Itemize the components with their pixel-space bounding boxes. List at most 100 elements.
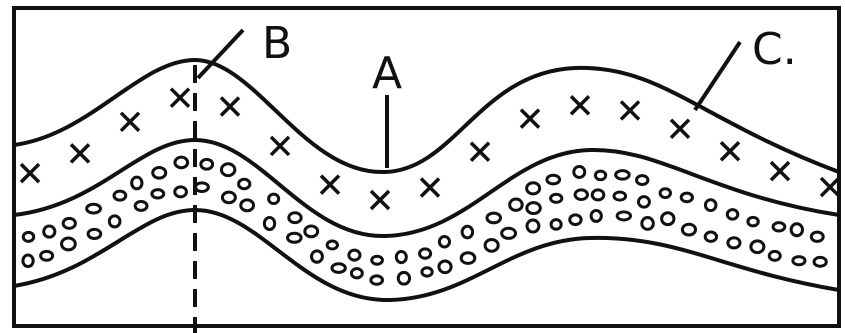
circle-mark <box>679 191 694 204</box>
circle-mark <box>812 255 828 268</box>
circle-mark <box>330 262 347 274</box>
circle-mark <box>61 216 77 230</box>
circle-mark <box>107 214 122 229</box>
x-mark <box>169 87 191 108</box>
circle-mark <box>459 251 477 265</box>
circle-mark <box>267 192 281 206</box>
circle-mark <box>658 187 672 200</box>
middle-boundary-curve <box>13 137 840 239</box>
frame-border <box>12 6 841 328</box>
circle-mark <box>173 185 188 199</box>
circle-mark <box>21 253 35 269</box>
circle-mark <box>726 236 742 250</box>
circle-mark <box>287 211 303 225</box>
circle-mark <box>303 224 320 239</box>
label-c-leader <box>693 40 742 112</box>
crossed-layer-pattern <box>19 87 841 211</box>
circle-mark <box>437 259 453 275</box>
circle-mark <box>309 249 324 264</box>
circle-mark <box>347 248 362 262</box>
circle-mark <box>394 250 408 265</box>
circle-mark <box>589 208 603 223</box>
circle-mark <box>746 215 760 228</box>
circle-mark <box>42 224 57 239</box>
x-mark <box>569 95 591 116</box>
circle-mark <box>508 197 524 212</box>
circle-mark <box>39 249 55 262</box>
circle-mark <box>636 195 651 209</box>
circle-mark <box>771 221 787 233</box>
circle-mark <box>749 239 766 255</box>
circle-mark <box>525 181 542 196</box>
label-a: A <box>372 48 402 99</box>
circle-mark <box>615 210 633 222</box>
circle-mark <box>86 227 103 240</box>
circle-mark <box>173 155 190 170</box>
x-mark <box>669 118 691 139</box>
x-mark <box>119 111 141 133</box>
circle-mark <box>725 208 740 221</box>
circle-mark <box>133 199 149 212</box>
x-mark <box>369 189 391 211</box>
circle-mark <box>325 239 339 251</box>
circle-mark <box>85 202 102 215</box>
circle-mark <box>789 222 805 238</box>
circle-mark <box>635 174 650 187</box>
circle-mark <box>791 255 807 267</box>
circle-mark <box>660 211 676 227</box>
x-mark <box>19 162 41 184</box>
dotted-layer-pattern <box>21 155 828 286</box>
circle-mark <box>237 177 252 191</box>
x-mark <box>69 143 91 164</box>
circle-mark <box>420 266 434 278</box>
circle-mark <box>767 249 782 262</box>
circle-mark <box>349 267 364 280</box>
circle-mark <box>573 188 589 201</box>
circle-mark <box>680 222 698 237</box>
x-mark <box>269 135 291 157</box>
label-b: B <box>262 18 292 69</box>
circle-mark <box>151 165 168 180</box>
circle-mark <box>483 238 500 253</box>
circle-mark <box>549 218 563 231</box>
circle-mark <box>219 162 237 178</box>
circle-mark <box>545 173 562 186</box>
circle-mark <box>703 230 719 243</box>
x-mark <box>769 160 791 182</box>
x-mark <box>219 96 241 117</box>
circle-mark <box>130 175 144 191</box>
circle-mark <box>199 157 215 171</box>
x-mark <box>419 177 441 198</box>
circle-mark <box>112 189 128 202</box>
x-mark <box>319 174 341 195</box>
x-mark <box>719 140 741 162</box>
circle-mark <box>239 198 256 213</box>
label-b-leader <box>196 28 245 80</box>
circle-mark <box>437 235 451 249</box>
circle-mark <box>525 218 541 234</box>
circle-mark <box>369 274 384 286</box>
lower-boundary-curve <box>13 207 840 303</box>
circle-mark <box>485 211 503 225</box>
circle-mark <box>150 188 166 200</box>
circle-mark <box>193 181 210 193</box>
x-mark <box>469 141 491 162</box>
circle-mark <box>703 198 718 213</box>
circle-mark <box>262 216 277 231</box>
upper-boundary-curve <box>13 57 840 175</box>
x-mark <box>819 176 841 198</box>
circle-mark <box>21 230 36 243</box>
circle-mark <box>418 247 433 260</box>
circle-mark <box>220 190 237 205</box>
circle-mark <box>525 201 542 216</box>
circle-mark <box>640 216 655 231</box>
label-c: C. <box>752 24 797 75</box>
circle-mark <box>60 236 77 252</box>
circle-mark <box>572 165 587 179</box>
circle-mark <box>549 192 564 204</box>
circle-mark <box>590 188 606 202</box>
circle-mark <box>809 230 825 243</box>
circle-mark <box>396 270 412 286</box>
